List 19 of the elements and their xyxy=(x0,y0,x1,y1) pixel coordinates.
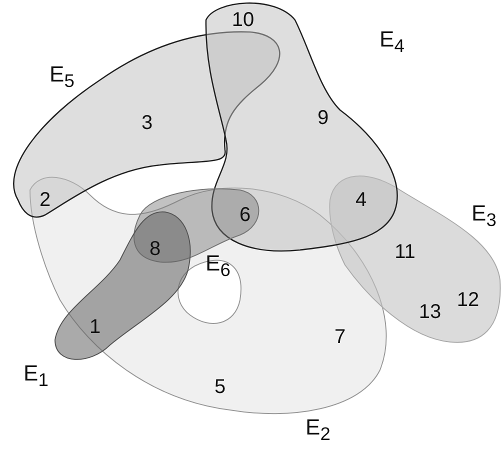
vertex-number: 9 xyxy=(317,108,329,128)
set-label: E$_{2}$ xyxy=(306,416,330,444)
set-label: E$_{6}$ xyxy=(206,252,230,280)
set-label: E$_{4}$ xyxy=(380,28,404,56)
vertex-number: 5 xyxy=(214,377,226,397)
vertex-number: 1 xyxy=(89,317,101,337)
vertex-number: 2 xyxy=(39,190,51,210)
vertex-number: 6 xyxy=(239,205,251,225)
vertex-number: 10 xyxy=(232,10,254,30)
vertex-number: 4 xyxy=(355,190,367,210)
vertex-number: 13 xyxy=(418,302,442,322)
vertex-number: 7 xyxy=(334,327,346,347)
vertex-number: 3 xyxy=(141,113,153,133)
set-label: E$_{5}$ xyxy=(50,64,74,90)
vertex-number: 8 xyxy=(149,239,161,259)
vertex-number: 11 xyxy=(394,242,416,262)
vertex-number: 12 xyxy=(456,290,480,310)
set-label: E$_{3}$ xyxy=(472,202,496,230)
set-label: E$_{1}$ xyxy=(24,362,48,390)
